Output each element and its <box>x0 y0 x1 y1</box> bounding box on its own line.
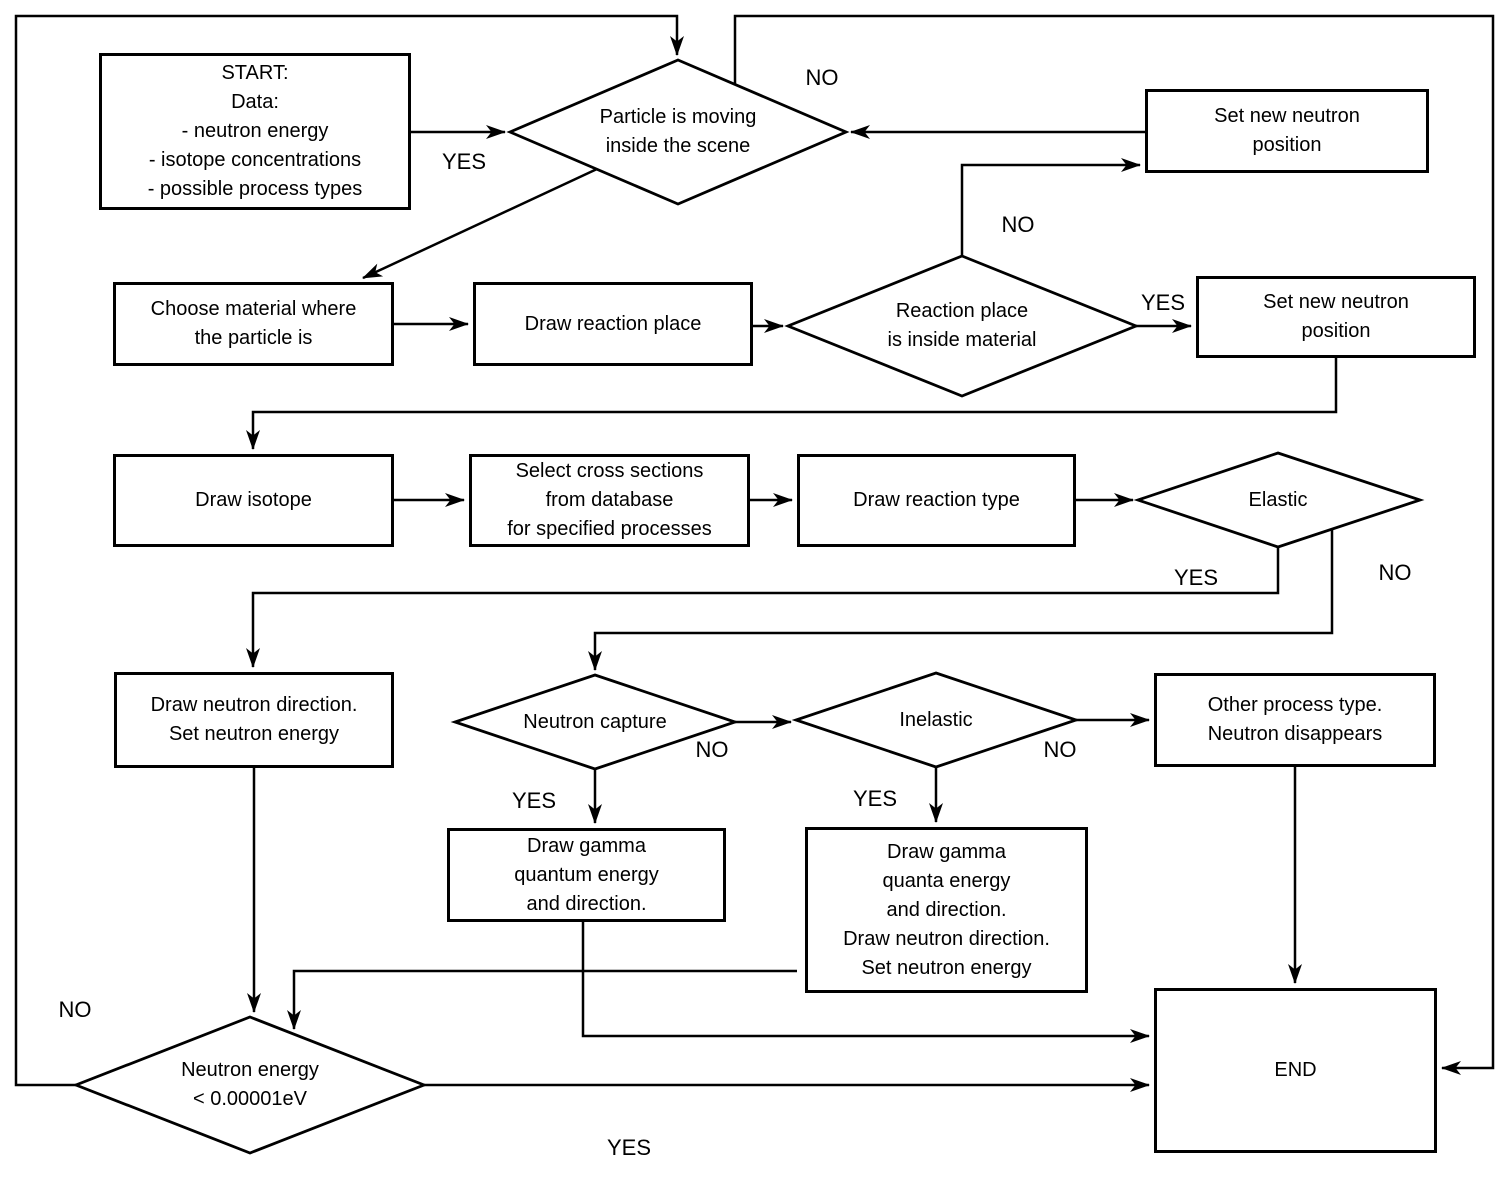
node-select-cross-sections: Select cross sections from database for … <box>469 454 750 547</box>
node-other-process: Other process type. Neutron disappears <box>1154 673 1436 767</box>
edge-elastic-yes <box>246 547 1280 668</box>
decision-neutron-capture-shape <box>450 673 740 771</box>
node-choose-material: Choose material where the particle is <box>113 282 394 366</box>
node-draw-neutron-direction: Draw neutron direction. Set neutron ener… <box>114 672 394 768</box>
edge-setposition-right-to-draw-isotope <box>246 358 1338 450</box>
edge-reaction-place-no <box>960 158 1141 256</box>
edge-label-particle-moving-yes: YES <box>441 149 487 174</box>
edge-label-particle-moving-no: NO <box>805 65 839 90</box>
edge-particle-moving-yes <box>362 167 598 280</box>
decision-energy-check-shape <box>72 1015 428 1155</box>
decision-elastic-shape <box>1133 451 1425 549</box>
edge-elastic-no <box>588 529 1334 671</box>
edge-energy-check-no-loop <box>14 14 684 1087</box>
edge-label-inelastic-yes: YES <box>852 786 898 811</box>
node-end: END <box>1154 988 1437 1153</box>
node-set-new-position-right: Set new neutron position <box>1196 276 1476 358</box>
decision-inelastic-shape <box>791 671 1081 769</box>
node-set-new-position-top: Set new neutron position <box>1145 89 1429 173</box>
edge-label-elastic-no: NO <box>1378 560 1412 585</box>
edge-label-neutron-capture-no: NO <box>695 737 729 762</box>
edge-gamma-quanta-to-energy-check <box>287 969 797 1030</box>
decision-particle-moving-shape <box>506 58 850 206</box>
node-draw-gamma-quantum: Draw gamma quantum energy and direction. <box>447 828 726 922</box>
edge-gamma-quantum-to-end <box>581 922 1150 1043</box>
edge-label-energy-check-no: NO <box>58 997 92 1022</box>
edge-label-inelastic-no: NO <box>1043 737 1077 762</box>
edge-particle-moving-no-to-end <box>733 14 1495 1075</box>
edge-label-reaction-place-no: NO <box>1001 212 1035 237</box>
node-draw-reaction-place: Draw reaction place <box>473 282 753 366</box>
node-draw-gamma-quanta: Draw gamma quanta energy and direction. … <box>805 827 1088 993</box>
edge-label-elastic-yes: YES <box>1173 565 1219 590</box>
edge-label-reaction-place-yes: YES <box>1140 290 1186 315</box>
decision-reaction-place-shape <box>784 254 1140 398</box>
node-start: START: Data: - neutron energy - isotope … <box>99 53 411 210</box>
node-draw-isotope: Draw isotope <box>113 454 394 547</box>
node-draw-reaction-type: Draw reaction type <box>797 454 1076 547</box>
edge-label-energy-check-yes: YES <box>606 1135 652 1160</box>
edge-label-neutron-capture-yes: YES <box>511 788 557 813</box>
